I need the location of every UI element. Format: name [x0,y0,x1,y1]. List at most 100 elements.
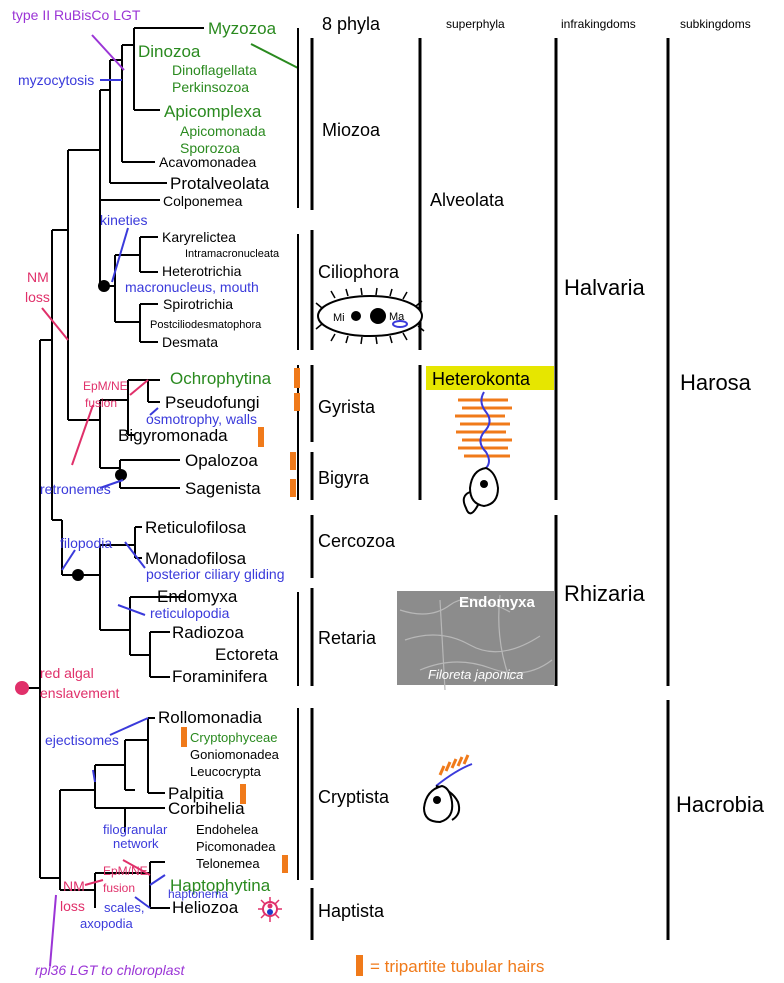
ciliate-illustration: Mi Ma [315,287,425,345]
infrakingdom-rhizaria: Rhizaria [564,581,645,606]
event-kineties: kineties [100,212,147,228]
root-dot [15,681,29,695]
event-labels: type II RuBisCo LGT myzocytosis kineties… [12,7,285,978]
event-macronucleus: macronucleus, mouth [125,279,259,295]
event-pointers [41,34,299,967]
event-rpl36: rpl36 LGT to chloroplast [35,962,186,978]
label-ectoreta: Ectoreta [215,645,279,664]
event-red-algal: red algal [40,665,94,681]
event-epm-ne-1b: fusion [85,396,117,410]
superphylum-alveolata: Alveolata [430,190,505,210]
micronucleus-icon [351,311,361,321]
label-pseudofungi: Pseudofungi [165,393,260,412]
label-ma: Ma [389,311,405,323]
photo-caption: Filoreta japonica [428,667,523,682]
label-intramacronucleata: Intramacronucleata [185,248,280,260]
label-rollomonadia: Rollomonadia [158,708,262,727]
hair-marker-ochrophytina [294,368,300,388]
event-epm-ne-2b: fusion [103,881,135,895]
event-nm-loss-2b: loss [60,898,85,914]
hair-marker-cryptophyceae [181,727,187,747]
header-phyla: 8 phyla [322,14,381,34]
label-bigyromonada: Bigyromonada [118,426,228,445]
event-nm-loss-1b: loss [25,289,50,305]
label-endohelea: Endohelea [196,822,259,837]
phylum-cryptista: Cryptista [318,787,390,807]
event-epm-ne-2: EpM/NE [103,864,148,878]
label-protalveolata: Protalveolata [170,174,270,193]
event-nm-loss-1: NM [27,269,49,285]
taxon-labels: Myzozoa Dinozoa Dinoflagellata Perkinsoz… [118,19,280,917]
label-goniomonadea: Goniomonadea [190,747,280,762]
phylum-ciliophora: Ciliophora [318,262,400,282]
label-desmata: Desmata [162,334,218,350]
header-subkingdoms: subkingdoms [680,17,751,31]
phylum-bigyra: Bigyra [318,468,370,488]
label-monadofilosa: Monadofilosa [145,549,247,568]
label-palpitia: Palpitia [168,784,224,803]
macronucleus-icon [370,308,386,324]
event-filogranular: filogranular [103,822,168,837]
label-sporozoa: Sporozoa [180,140,240,156]
hair-marker-pseudofungi [294,393,300,411]
label-opalozoa: Opalozoa [185,451,258,470]
label-sagenista: Sagenista [185,479,261,498]
label-cryptophyceae: Cryptophyceae [190,730,277,745]
event-enslavement: enslavement [40,685,119,701]
legend-hair-marker [356,955,363,976]
label-perkinsozoa: Perkinsozoa [172,79,249,95]
legend-text: = tripartite tubular hairs [370,957,544,976]
event-scales: scales, [104,900,144,915]
phylum-miozoa: Miozoa [322,120,381,140]
mouth-icon [392,320,408,328]
label-acavomonadea: Acavomonadea [159,154,257,170]
header-superphyla: superphyla [446,17,505,31]
phylum-cercozoa: Cercozoa [318,531,396,551]
label-reticulofilosa: Reticulofilosa [145,518,247,537]
event-posterior-gliding: posterior ciliary gliding [146,566,285,582]
event-osmotrophy: osmotrophy, walls [146,411,257,427]
label-dinoflagellata: Dinoflagellata [172,62,257,78]
photo-background [397,591,555,685]
infrakingdom-halvaria: Halvaria [564,275,645,300]
label-corbihelia: Corbihelia [168,799,245,818]
heterokont-illustration [455,391,512,515]
event-nm-loss-2: NM [63,878,85,894]
label-picomonadea: Picomonadea [196,839,276,854]
event-axopodia: axopodia [80,916,134,931]
tripartite-hair-markers [181,368,363,976]
node-dot-rhizaria [72,569,84,581]
phylum-gyrista: Gyrista [318,397,376,417]
subkingdom-harosa: Harosa [680,370,752,395]
photo-title: Endomyxa [459,594,536,611]
label-leucocrypta: Leucocrypta [190,764,262,779]
hair-marker-bigyromonada [258,427,264,447]
label-mi: Mi [333,312,345,324]
label-dinozoa: Dinozoa [138,42,201,61]
hair-marker-palpitia [240,784,246,804]
brackets [297,28,670,940]
label-myzozoa: Myzozoa [208,19,277,38]
label-telonemea: Telonemea [196,856,260,871]
column-headers: 8 phyla superphyla infrakingdoms subking… [322,14,751,34]
superphylum-heterokonta: Heterokonta [432,369,531,389]
event-filopodia: filopodia [60,535,112,551]
node-dot-bigyra [115,469,127,481]
label-foraminifera: Foraminifera [172,667,268,686]
phylum-haptista: Haptista [318,901,385,921]
subkingdom-hacrobia: Hacrobia [676,792,765,817]
event-ejectisomes: ejectisomes [45,732,119,748]
label-apicomonada: Apicomonada [180,123,266,139]
label-radiozoa: Radiozoa [172,623,244,642]
label-colponemea: Colponemea [163,193,243,209]
heterokonta-highlight [426,366,554,390]
label-heterotrichia: Heterotrichia [162,263,242,279]
label-ochrophytina: Ochrophytina [170,369,272,388]
label-haptophytina: Haptophytina [170,876,271,895]
label-heliozoa: Heliozoa [172,898,239,917]
hair-marker-opalozoa [290,452,296,470]
event-rubisco: type II RuBisCo LGT [12,7,141,23]
endomyxa-photo: Endomyxa Filoreta japonica [397,591,555,691]
cryptist-illustration [422,754,473,824]
